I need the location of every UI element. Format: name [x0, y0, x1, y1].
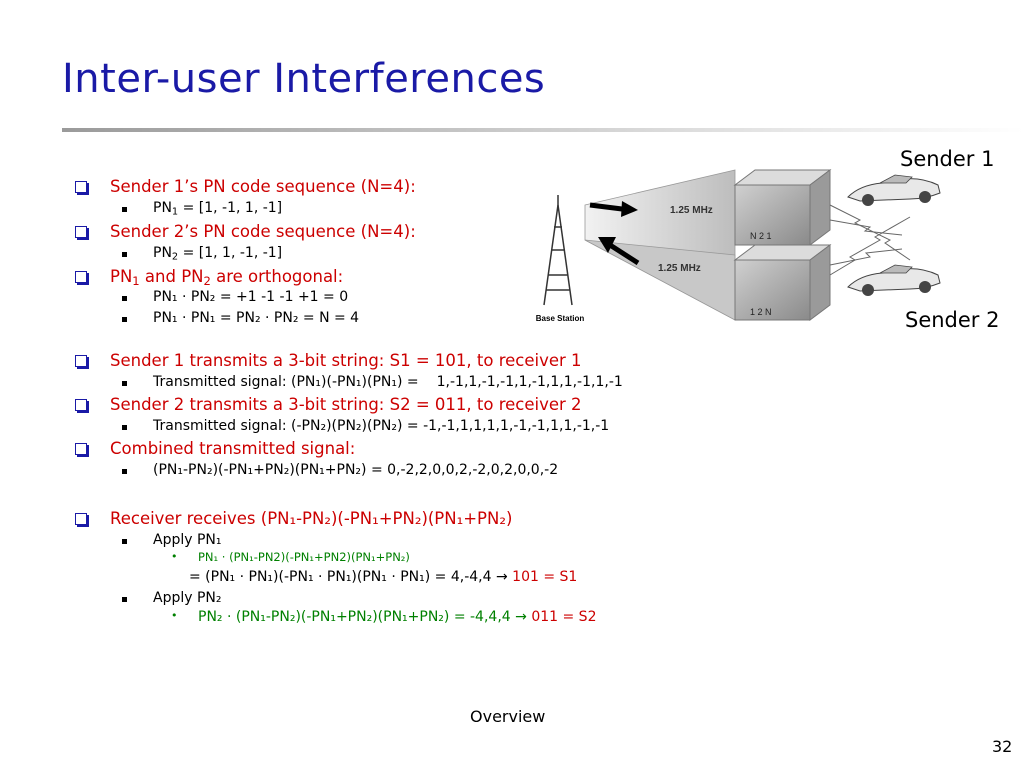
page-title: Inter-user Interferences — [62, 56, 546, 102]
bullet-receiver: Receiver receives (PN₁-PN₂)(-PN₁+PN₂)(PN… — [75, 509, 513, 528]
text: PN — [153, 245, 172, 261]
text: PN₁ · PN₂ = +1 -1 -1 +1 = 0 — [153, 289, 349, 305]
sub-bullet-transmitted-signal-1: Transmitted signal: (PN₁)(-PN₁)(PN₁) = 1,… — [122, 374, 623, 390]
text: = (PN₁ · PN₁)(-PN₁ · PN₁)(PN₁ · PN₁) = 4… — [189, 569, 496, 585]
bullet-text: Sender 1’s PN code sequence (N=4): — [110, 177, 416, 196]
sub-bullet-dot-product-cross: PN₁ · PN₂ = +1 -1 -1 +1 = 0 — [122, 289, 349, 305]
subscript: 2 — [171, 251, 179, 263]
text: PN₁ · (PN₁-PN2)(-PN₁+PN2)(PN₁+PN₂) — [198, 550, 410, 564]
text: Apply PN₁ — [153, 532, 222, 548]
bullet-sender2-code: Sender 2’s PN code sequence (N=4): — [75, 222, 416, 241]
subscript: 2 — [203, 273, 211, 288]
square-bullet-icon — [122, 539, 127, 544]
square-bullet-icon — [122, 252, 127, 257]
dot-bullet-icon: • — [171, 609, 178, 622]
sub-sub-bullet-apply-pn2-calc: • PN₂ · (PN₁-PN₂)(-PN₁+PN₂)(PN₁+PN₂) = -… — [171, 609, 597, 625]
text: PN — [110, 267, 133, 286]
square-bullet-icon — [122, 207, 127, 212]
square-bullet-icon — [122, 425, 127, 430]
sub-bullet-dot-product-self: PN₁ · PN₁ = PN₂ · PN₂ = N = 4 — [122, 310, 360, 326]
bullet-text: Sender 2 transmits a 3-bit string: S2 = … — [110, 395, 582, 414]
bullet-text: Sender 2’s PN code sequence (N=4): — [110, 222, 416, 241]
sender2-label: Sender 2 — [905, 308, 1000, 332]
sender1-label: Sender 1 — [900, 147, 995, 171]
text: 011 = S2 — [526, 609, 597, 625]
checkbox-bullet-icon — [75, 226, 87, 238]
bullet-combined-signal: Combined transmitted signal: — [75, 439, 356, 458]
car-icon — [847, 174, 941, 206]
arrow-icon: → — [495, 569, 508, 585]
sub-bullet-transmitted-signal-2: Transmitted signal: (-PN₂)(PN₂)(PN₂) = -… — [122, 418, 610, 434]
bullet-sender1-transmits: Sender 1 transmits a 3-bit string: S1 = … — [75, 351, 582, 370]
square-bullet-icon — [122, 317, 127, 322]
bullet-text: Receiver receives (PN₁-PN₂)(-PN₁+PN₂)(PN… — [110, 509, 513, 528]
checkbox-bullet-icon — [75, 271, 87, 283]
text: and PN — [139, 267, 204, 286]
title-underline — [62, 128, 1024, 132]
text: Transmitted signal: (PN₁)(-PN₁)(PN₁) = — [153, 374, 419, 390]
checkbox-bullet-icon — [75, 181, 87, 193]
dot-bullet-icon: • — [171, 550, 178, 563]
frequency-box-bottom — [733, 244, 832, 321]
text: = [1, 1, -1, -1] — [178, 245, 283, 261]
cdma-diagram: Base Station 1.25 MHz 1.25 MHz N 2 1 1 2… — [536, 169, 941, 323]
bullet-orthogonal: PN1 and PN2 are orthogonal: — [75, 267, 344, 288]
text: = [1, -1, 1, -1] — [178, 200, 283, 216]
square-bullet-icon — [122, 296, 127, 301]
text: are orthogonal: — [210, 267, 344, 286]
page-number: 32 — [992, 737, 1013, 756]
sub-bullet-pn2: PN2 = [1, 1, -1, -1] — [122, 245, 283, 263]
text: Apply PN₂ — [153, 590, 222, 606]
square-bullet-icon — [122, 597, 127, 602]
checkbox-bullet-icon — [75, 443, 87, 455]
text: PN₂ · (PN₁-PN₂)(-PN₁+PN₂)(PN₁+PN₂) = -4,… — [198, 609, 516, 625]
text: 1,-1,1,-1,-1,1,-1,1,1,-1,1,-1 — [436, 374, 623, 390]
subscript: 1 — [171, 206, 179, 218]
checkbox-bullet-icon — [75, 355, 87, 367]
arrow-icon — [589, 201, 640, 266]
car-icon — [847, 264, 941, 296]
bullet-sender2-transmits: Sender 2 transmits a 3-bit string: S2 = … — [75, 395, 582, 414]
arrow-icon: → — [515, 609, 527, 625]
sub-bullet-apply-pn1: Apply PN₁ — [122, 532, 222, 548]
square-bullet-icon — [122, 381, 127, 386]
footer-label: Overview — [470, 707, 546, 726]
sub-bullet-apply-pn2: Apply PN₂ — [122, 590, 222, 606]
text: (PN₁-PN₂)(-PN₁+PN₂)(PN₁+PN₂) = 0,-2,2,0,… — [153, 462, 559, 478]
apply-pn1-result: = (PN₁ · PN₁)(-PN₁ · PN₁)(PN₁ · PN₁) = 4… — [189, 569, 577, 585]
box-bottom-digits: 1 2 N — [750, 307, 772, 317]
bullet-text: Sender 1 transmits a 3-bit string: S1 = … — [110, 351, 582, 370]
interference-lines — [829, 204, 911, 276]
sub-sub-bullet-apply-pn1-calc: • PN₁ · (PN₁-PN2)(-PN₁+PN2)(PN₁+PN₂) — [171, 550, 410, 564]
base-station-icon — [543, 195, 573, 306]
checkbox-bullet-icon — [75, 399, 87, 411]
box-top-digits: N 2 1 — [750, 231, 772, 241]
text: PN₁ · PN₁ = PN₂ · PN₂ = N = 4 — [153, 310, 360, 326]
base-station-label: Base Station — [536, 314, 585, 323]
freq-label-bottom: 1.25 MHz — [658, 263, 701, 274]
frequency-box-top — [733, 169, 832, 246]
text: Transmitted signal: (-PN₂)(PN₂)(PN₂) = -… — [153, 418, 610, 434]
sub-bullet-pn1: PN1 = [1, -1, 1, -1] — [122, 200, 283, 218]
text: 101 = S1 — [507, 569, 578, 585]
subscript: 1 — [132, 273, 140, 288]
bullet-text: Combined transmitted signal: — [110, 439, 356, 458]
sub-bullet-combined-value: (PN₁-PN₂)(-PN₁+PN₂)(PN₁+PN₂) = 0,-2,2,0,… — [122, 462, 559, 478]
freq-label-top: 1.25 MHz — [670, 205, 713, 216]
checkbox-bullet-icon — [75, 513, 87, 525]
square-bullet-icon — [122, 469, 127, 474]
text: PN — [153, 200, 172, 216]
bullet-sender1-code: Sender 1’s PN code sequence (N=4): — [75, 177, 416, 196]
